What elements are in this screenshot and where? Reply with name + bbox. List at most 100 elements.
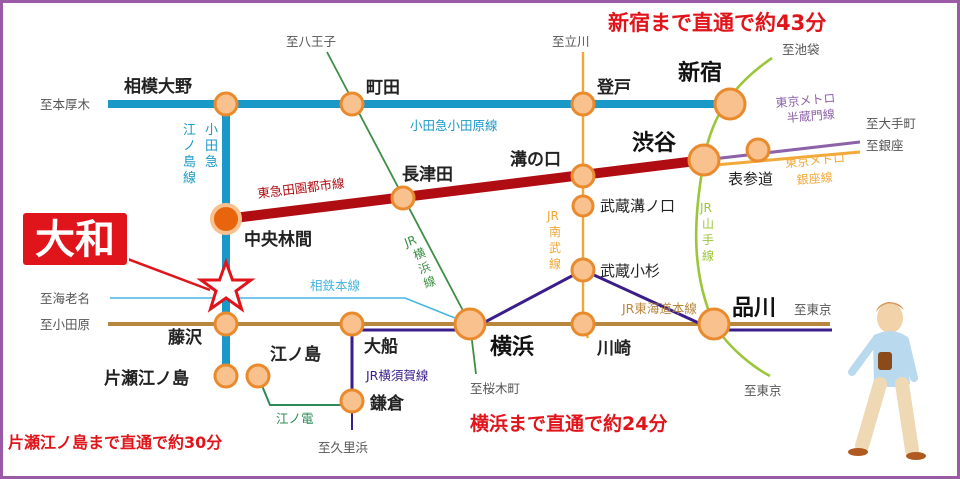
hanzomon-line1: 東京メトロ [775,91,836,110]
station-machida[interactable] [339,91,365,117]
odakyu-enoshima-char: 田 [205,139,218,154]
jr-yamanote-char: 山 [702,217,714,231]
label-shibuya: 渋谷 [632,130,677,156]
label-nagatsuta: 長津田 [402,164,453,185]
odakyu-enoshima-char: 江 [183,123,196,138]
line-label-jr-nambu: JR 南 武 線 [546,209,561,271]
odakyu-enoshima-char: ノ [183,139,196,154]
jr-yokohama-char: JR [401,233,418,251]
odakyu-enoshima-char: 島 [183,155,196,170]
line-label-enoden: 江ノ電 [276,411,314,426]
odakyu-enoshima-char: 小 [205,123,218,138]
headline-shinjuku: 新宿まで直通で約43分 [608,11,826,35]
label-noborito: 登戸 [596,77,631,98]
sotetsu-line [110,297,471,325]
enoden-line [257,375,353,406]
line-label-ginza: 東京メトロ 銀座線 [785,151,846,187]
hanzomon-line2: 半蔵門線 [786,106,835,125]
station-fujisawa[interactable] [213,311,239,337]
line-label-odakyu-odawara: 小田急小田原線 [410,118,498,133]
dest-ginza: 至銀座 [866,138,904,153]
odakyu-enoshima-char: 急 [205,155,218,170]
jr-nambu-char: 南 [549,224,561,239]
ginza-metro-line [703,150,861,168]
label-shinagawa: 品川 [732,296,776,321]
station-musashikosugi[interactable] [570,257,596,283]
jr-yokohama-char: 線 [421,273,437,291]
denentoshi-line [225,155,705,224]
station-kamakura[interactable] [339,388,365,414]
dest-honatsugi: 至本厚木 [40,97,91,112]
walking-person-illustration [848,302,926,460]
station-nagatsuta[interactable] [390,185,416,211]
label-machida: 町田 [366,78,400,98]
yamato-star-icon[interactable] [196,257,256,313]
label-katase-enoshima: 片瀬江ノ島 [104,368,189,389]
station-shinjuku[interactable] [713,87,747,121]
station-omotesando[interactable] [745,137,771,163]
label-kawasaki: 川崎 [596,338,631,359]
station-sagamiono[interactable] [213,91,239,117]
label-musashimizonokuchi: 武蔵溝ノ口 [600,197,675,215]
yamato-callout-pointer [124,256,211,292]
label-chuorinkan: 中央林間 [244,229,312,250]
dest-odawara: 至小田原 [40,317,90,332]
yamato-callout-box [21,211,129,267]
label-kamakura: 鎌倉 [369,393,405,414]
line-label-jr-tokaido: JR東海道本線 [621,301,697,316]
dest-sakuragicho: 至桜木町 [470,381,520,396]
ginza-line1: 東京メトロ [785,151,846,170]
label-yokohama: 横浜 [490,335,534,360]
label-ofuna: 大船 [364,336,398,357]
jr-nambu-char: JR [546,209,559,223]
line-label-denentoshi: 東急田園都市線 [257,175,346,201]
jr-yamanote-char: 手 [702,233,714,247]
jr-yamanote-char: JR [699,201,712,215]
dest-hachioji: 至八王子 [286,34,336,49]
ginza-line2: 銀座線 [796,169,833,187]
line-label-jr-yokosuka: JR横須賀線 [365,368,429,383]
station-chuorinkan[interactable] [210,203,242,235]
headline-enoshima: 片瀬江ノ島まで直通で約30分 [8,433,222,452]
hanzomon-line [703,140,861,162]
label-musashikosugi: 武蔵小杉 [600,262,660,280]
jr-yokohama-char: 浜 [416,260,432,277]
jr-yamanote-char: 線 [702,248,714,263]
station-yokohama[interactable] [453,307,487,341]
line-label-odakyu-enoshima: 小 田 急 江 ノ 島 線 [183,123,218,186]
yamato-label: 大和 [35,217,115,263]
station-musashimizonokuchi[interactable] [571,194,595,218]
dest-otemachi: 至大手町 [866,116,916,131]
line-label-hanzomon: 東京メトロ 半蔵門線 [775,91,836,125]
station-mizonokuchi[interactable] [570,163,596,189]
station-noborito[interactable] [570,91,596,117]
dest-tachikawa: 至立川 [552,34,590,49]
label-mizonokuchi: 溝の口 [510,149,561,170]
station-shibuya[interactable] [687,143,721,177]
label-sagamiono: 相模大野 [124,76,192,97]
line-label-jr-yokohama: JR 横 浜 線 [401,233,437,291]
station-kawasaki[interactable] [570,311,596,337]
station-shinagawa[interactable] [697,307,731,341]
label-shinjuku: 新宿 [678,60,722,86]
dest-ebina: 至海老名 [40,291,90,306]
dest-ikebukuro: 至池袋 [782,42,820,57]
jr-nambu-char: 線 [549,256,561,271]
station-katase-enoshima[interactable] [213,363,239,389]
line-label-sotetsu: 相鉄本線 [310,278,361,293]
station-enoshima[interactable] [245,363,271,389]
jr-yokohama-char: 横 [411,245,427,262]
label-fujisawa: 藤沢 [168,327,203,348]
label-enoshima: 江ノ島 [270,344,321,365]
headline-yokohama: 横浜まで直通で約24分 [470,412,667,435]
line-label-jr-yamanote: JR 山 手 線 [699,201,714,263]
dest-kurihama: 至久里浜 [318,440,368,455]
jr-nambu-char: 武 [549,241,561,255]
dest-tokyo-south: 至東京 [744,383,782,398]
odakyu-enoshima-char: 線 [183,170,196,186]
dest-tokyo-east: 至東京 [794,302,832,317]
label-omotesando: 表参道 [728,170,773,188]
jr-yokosuka-line [350,268,832,401]
station-ofuna[interactable] [339,311,365,337]
